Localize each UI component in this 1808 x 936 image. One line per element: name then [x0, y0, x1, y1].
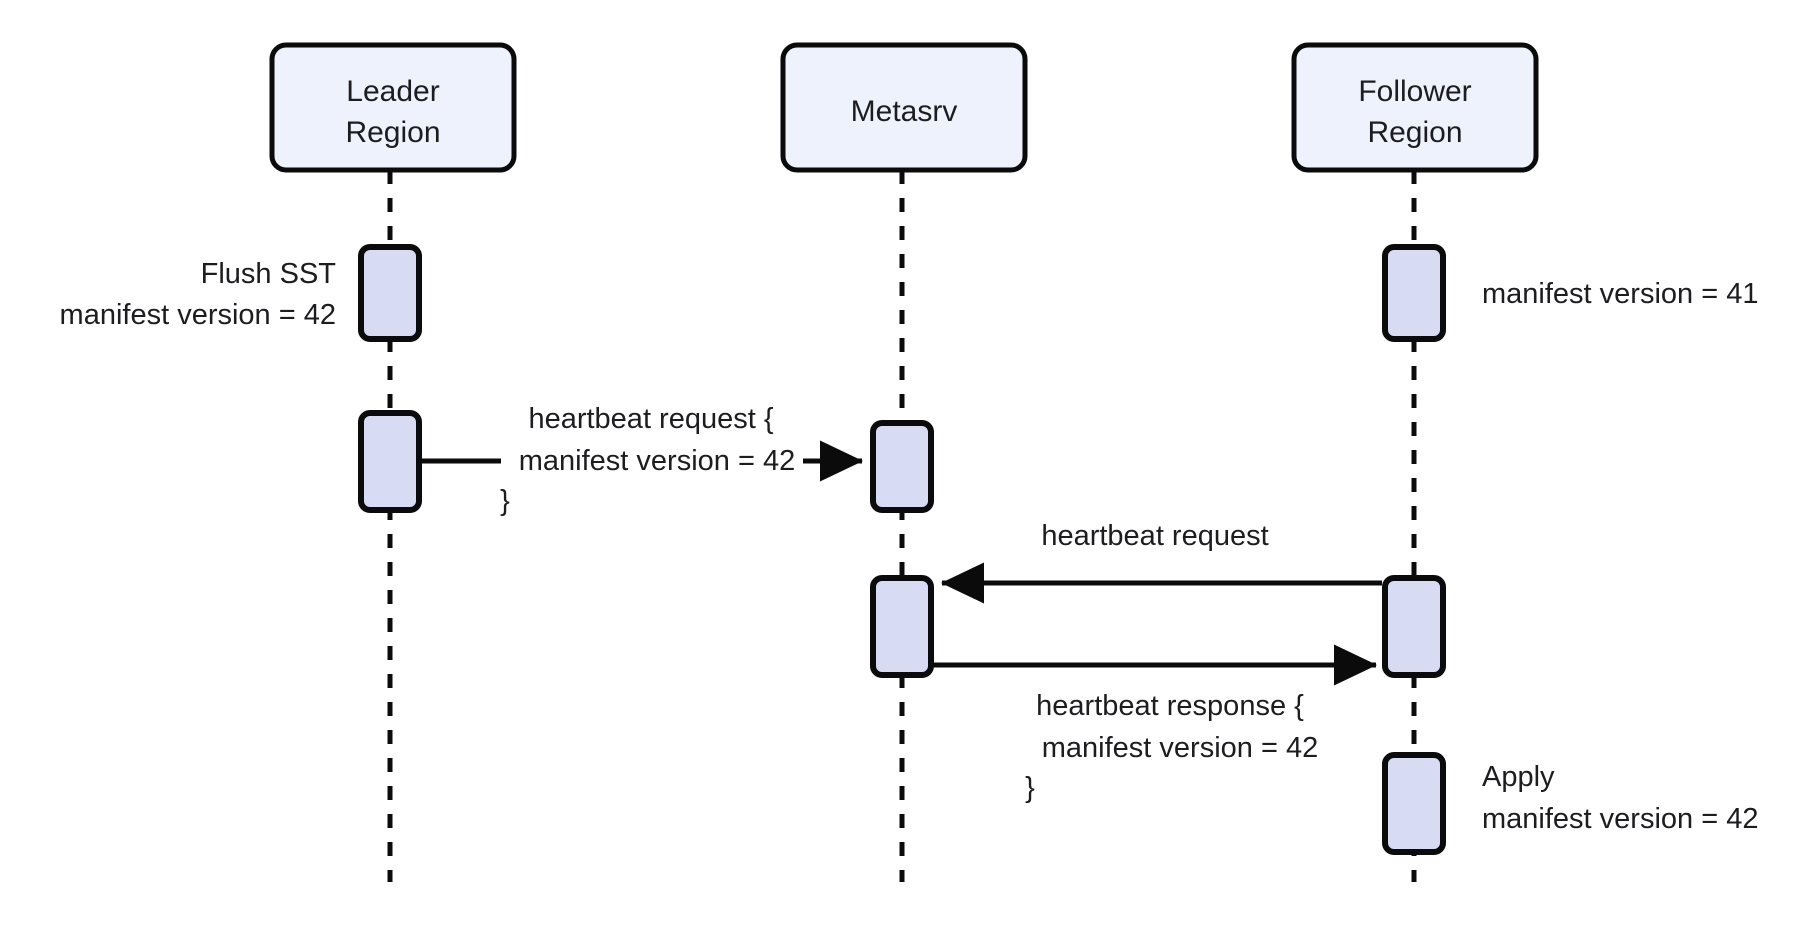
participant-box-leader[interactable] [269, 42, 517, 173]
activation-metasrv-leader-heartbeat[interactable] [870, 420, 934, 513]
participant-label-follower-line2: Region [1367, 116, 1462, 149]
note-flush-sst: Flush SST manifest version = 42 [60, 258, 337, 331]
note-flush-sst-line2: manifest version = 42 [60, 299, 336, 331]
activation-metasrv-follower-heartbeat[interactable] [870, 575, 934, 678]
activation-follower-apply[interactable] [1382, 752, 1446, 855]
message-label-leader-to-metasrv-line1: heartbeat request { [528, 403, 773, 435]
participant-label-metasrv-line1: Metasrv [851, 95, 958, 128]
message-label-follower-to-metasrv: heartbeat request [1041, 520, 1268, 552]
participant-follower[interactable]: Follower Region [1291, 42, 1539, 173]
note-flush-sst-line1: Flush SST [201, 258, 337, 290]
note-follower-manifest-version-line1: manifest version = 41 [1482, 278, 1758, 310]
message-label-leader-to-metasrv-line3: } [500, 485, 510, 517]
participant-label-follower-line1: Follower [1358, 75, 1471, 108]
note-apply-manifest-line1: Apply [1482, 761, 1555, 793]
activation-follower-heartbeat[interactable] [1382, 575, 1446, 678]
message-heartbeat-request-follower[interactable]: heartbeat request [940, 520, 1382, 604]
activation-leader-heartbeat[interactable] [358, 410, 422, 513]
message-label-metasrv-to-follower-line3: } [1025, 772, 1035, 804]
activation-follower-initial[interactable] [1382, 244, 1446, 342]
participant-box-metasrv[interactable] [780, 42, 1028, 173]
note-follower-manifest-version: manifest version = 41 [1482, 278, 1758, 310]
note-apply-manifest-line2: manifest version = 42 [1482, 803, 1758, 835]
message-label-leader-to-metasrv-line2: manifest version = 42 [519, 445, 795, 477]
message-heartbeat-request-leader[interactable]: heartbeat request { manifest version = 4… [421, 403, 864, 517]
note-apply-manifest: Apply manifest version = 42 [1482, 761, 1758, 835]
activations-group [358, 244, 1446, 855]
participant-metasrv[interactable]: Metasrv [780, 42, 1028, 173]
participant-label-leader-line2: Region [345, 116, 440, 149]
message-heartbeat-response[interactable]: heartbeat response { manifest version = … [933, 644, 1378, 804]
participant-box-follower[interactable] [1291, 42, 1539, 173]
participant-leader[interactable]: Leader Region [269, 42, 517, 173]
message-label-metasrv-to-follower-line2: manifest version = 42 [1042, 732, 1318, 764]
participant-label-leader-line1: Leader [346, 75, 439, 108]
message-label-metasrv-to-follower-line1: heartbeat response { [1036, 690, 1304, 722]
activation-leader-flush[interactable] [358, 244, 422, 342]
